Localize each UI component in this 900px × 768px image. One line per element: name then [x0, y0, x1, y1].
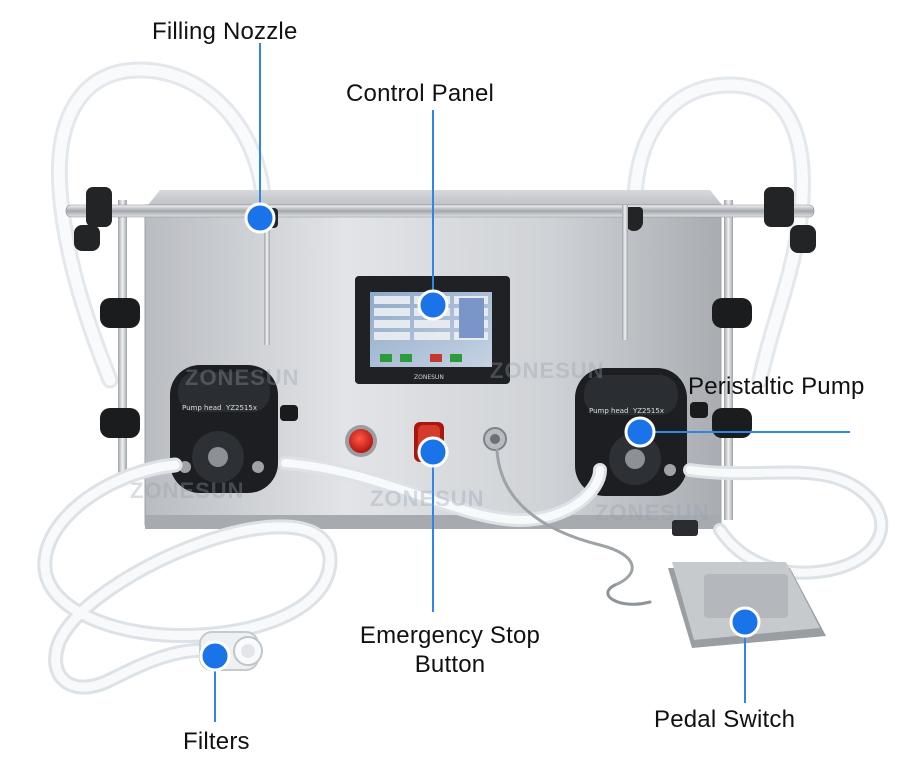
pump-left — [170, 365, 298, 493]
marker-filters — [199, 640, 231, 672]
svg-text:ZONESUN: ZONESUN — [414, 374, 444, 381]
pedal — [668, 562, 826, 648]
label-filters: Filters — [183, 728, 250, 755]
marker-control-panel — [417, 289, 449, 321]
watermark: ZONESUN — [130, 478, 245, 503]
marker-emergency-stop — [417, 436, 449, 468]
watermark: ZONESUN — [185, 365, 300, 390]
label-filling-nozzle: Filling Nozzle — [152, 18, 298, 45]
label-pedal-switch: Pedal Switch — [654, 706, 796, 733]
label-emergency-stop-line2: Button — [414, 651, 486, 678]
watermark: ZONESUN — [595, 500, 710, 525]
marker-pedal-switch — [729, 606, 761, 638]
marker-peristaltic-pump — [624, 416, 656, 448]
label-emergency-stop-line1: Emergency Stop — [359, 622, 541, 649]
pump-left-head-label: Pump head YZ2515x — [182, 404, 257, 412]
watermark: ZONESUN — [370, 486, 485, 511]
markers — [199, 202, 761, 672]
top-tubes — [50, 61, 811, 389]
marker-filling-nozzle — [244, 202, 276, 234]
pump-right-head-label: Pump head YZ2515x — [589, 407, 664, 415]
label-control-panel: Control Panel — [346, 80, 495, 107]
label-peristaltic-pump: Peristaltic Pump — [688, 373, 865, 400]
watermark: ZONESUN — [490, 358, 605, 383]
